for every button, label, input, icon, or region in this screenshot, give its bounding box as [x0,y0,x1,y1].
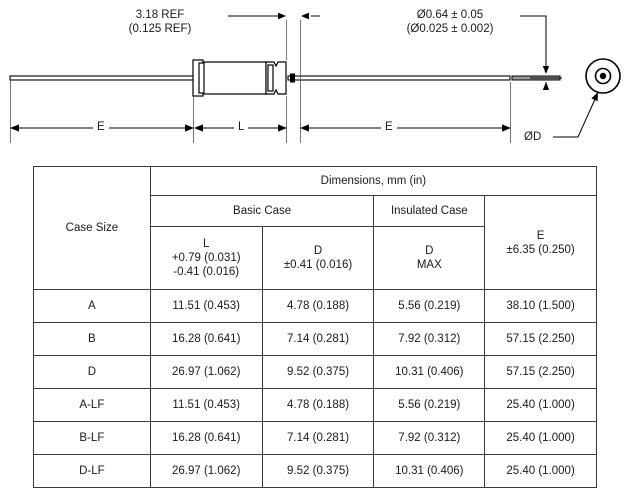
cell-diameter: 7.14 (0.281) [261,322,375,356]
header-insulated-case: Insulated Case [373,195,486,227]
header-case-size: Case Size [33,166,151,290]
cell-length: 26.97 (1.062) [149,355,263,389]
cell-length: 26.97 (1.062) [149,454,263,488]
lead-wire-right-inner [287,75,511,81]
cell-diameter-max: 10.31 (0.406) [373,355,486,389]
end-view-leader [553,92,598,138]
cathode-band-marker [290,73,295,83]
cell-diameter: 9.52 (0.375) [261,355,375,389]
cell-lead-length: 25.40 (1.000) [484,421,597,455]
cell-length: 16.28 (0.641) [149,322,263,356]
drawing-canvas [9,12,621,143]
header-col-e-tol: ±6.35 (0.250) [506,243,575,256]
header-col-l-name: L [203,238,210,250]
body-length-in: (0.125 REF) [128,23,192,35]
header-col-l-tol-minus: -0.41 (0.016) [173,266,240,278]
cell-diameter: 9.52 (0.375) [261,454,375,488]
lead-diameter-note: Ø0.64 ± 0.05 (Ø0.025 ± 0.002) [360,8,540,36]
cell-case-size: B-LF [33,421,151,455]
cell-diameter: 4.78 (0.188) [261,289,375,323]
dimensions-table: Case Size Dimensions, mm (in) Basic Case… [33,166,598,488]
cell-lead-length: 57.15 (2.250) [484,355,597,389]
dimension-label-l: L [234,121,249,133]
header-col-e: E ±6.35 (0.250) [484,195,597,290]
cell-case-size: A [33,289,151,323]
cell-diameter: 4.78 (0.188) [261,388,375,422]
header-col-d-tol: ±0.41 (0.016) [283,259,353,271]
extension-lines [10,80,511,143]
header-col-dmax-qualifier: MAX [416,259,442,271]
header-row-dimensions: Case Size Dimensions, mm (in) [33,166,598,290]
lead-diameter-leader [520,15,562,90]
cell-diameter-max: 5.56 (0.219) [373,388,486,422]
lead-wire-left [9,75,196,81]
cell-lead-length: 25.40 (1.000) [484,388,597,422]
header-col-l-tol-plus: +0.79 (0.031) [171,252,241,264]
body-length-note: 3.18 REF (0.125 REF) [90,8,230,36]
header-col-d-name: D [313,245,323,257]
header-col-dmax: D MAX [373,226,486,290]
cell-diameter-max: 7.92 (0.312) [373,421,486,455]
header-col-e-name: E [536,229,545,242]
header-col-l: L +0.79 (0.031) -0.41 (0.016) [149,226,263,290]
dimension-line-e-right [300,124,511,132]
cell-length: 11.51 (0.453) [149,289,263,323]
cell-case-size: B [33,322,151,356]
end-view-circles [585,58,621,94]
cell-length: 11.51 (0.453) [149,388,263,422]
header-dimensions: Dimensions, mm (in) [149,166,598,196]
cell-lead-length: 38.10 (1.500) [484,289,597,323]
header-col-dmax-name: D [425,245,434,257]
cell-case-size: D [33,355,151,389]
header-basic-case: Basic Case [149,195,375,227]
dimension-label-e-right: E [381,121,397,133]
header-row-subcolumns: L +0.79 (0.031) -0.41 (0.016) D ±0.41 (0… [34,226,597,290]
cell-length: 16.28 (0.641) [149,421,263,455]
component-body [192,59,287,97]
cell-lead-length: 57.15 (2.250) [484,322,597,356]
header-col-d: D ±0.41 (0.016) [261,226,375,290]
dimension-label-od: ØD [524,131,542,143]
body-length-mm: 3.18 REF [135,9,185,21]
cell-diameter-max: 5.56 (0.219) [373,289,486,323]
cell-case-size: A-LF [33,388,151,422]
table-header: Case Size Dimensions, mm (in) Basic Case… [33,166,598,290]
header-row-groups: Basic Case Insulated Case E ±6.35 (0.250… [34,195,597,290]
body-length-dimension-leader [228,12,320,20]
cell-diameter: 7.14 (0.281) [261,421,375,455]
cell-lead-length: 25.40 (1.000) [484,454,597,488]
cell-diameter-max: 7.92 (0.312) [373,322,486,356]
cell-case-size: D-LF [33,454,151,488]
extension-lines-body-top [286,20,301,143]
lead-diameter-mm: Ø0.64 ± 0.05 [416,9,484,21]
lead-diameter-in: (Ø0.025 ± 0.002) [406,23,494,35]
component-outline-drawing: 3.18 REF (0.125 REF) Ø0.64 ± 0.05 (Ø0.02… [0,0,630,160]
dimension-label-e-left: E [93,121,109,133]
cell-diameter-max: 10.31 (0.406) [373,454,486,488]
